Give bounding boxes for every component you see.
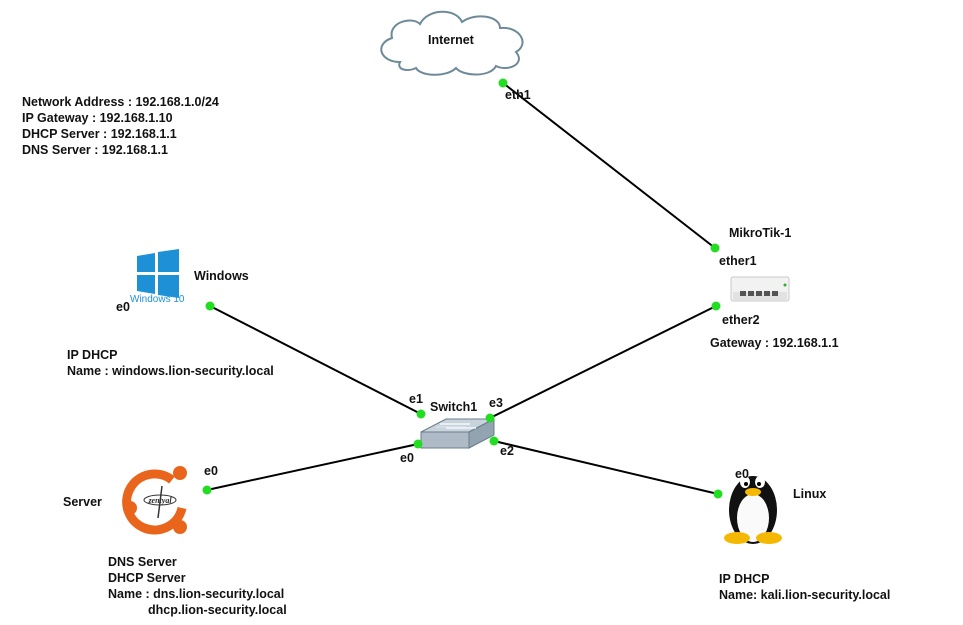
- port-label-server-e0: e0: [204, 464, 218, 478]
- link-server-switch[interactable]: [206, 443, 419, 491]
- port-dot-windows-e0[interactable]: [205, 301, 215, 311]
- network-info-line: Network Address : 192.168.1.0/24: [22, 95, 219, 109]
- links: [206, 82, 719, 495]
- windows-label: Windows: [194, 269, 249, 283]
- port-label-switch-e1: e1: [409, 392, 423, 406]
- server-logo-icon[interactable]: zentyal: [121, 461, 197, 541]
- internet-cloud-icon[interactable]: [380, 10, 524, 76]
- linux-label: Linux: [793, 487, 827, 501]
- network-info: Network Address : 192.168.1.0/24 IP Gate…: [22, 94, 219, 158]
- port-label-mikrotik-ether2: ether2: [722, 313, 760, 327]
- port-dot-switch-e0[interactable]: [413, 439, 423, 449]
- port-dot-switch-e2[interactable]: [489, 436, 499, 446]
- link-windows-switch[interactable]: [209, 305, 422, 415]
- note-line: Name: kali.lion-security.local: [719, 588, 891, 602]
- windows-notes: IP DHCP Name : windows.lion-security.loc…: [67, 347, 274, 379]
- mikrotik-gateway-note: Gateway : 192.168.1.1: [710, 336, 839, 350]
- port-label-linux-e0: e0: [735, 467, 749, 481]
- port-dot-switch-e1[interactable]: [416, 409, 426, 419]
- linux-penguin-icon[interactable]: [724, 476, 782, 544]
- network-info-line: IP Gateway : 192.168.1.10: [22, 111, 173, 125]
- note-line: Name : windows.lion-security.local: [67, 364, 274, 378]
- port-label-switch-e2: e2: [500, 444, 514, 458]
- port-label-mikrotik-ether1: ether1: [719, 254, 757, 268]
- port-label-windows-e0: e0: [116, 300, 130, 314]
- port-dot-internet-eth1[interactable]: [498, 78, 508, 88]
- windows-logo-icon[interactable]: [137, 249, 179, 298]
- note-line: dhcp.lion-security.local: [148, 603, 287, 617]
- link-switch-linux[interactable]: [493, 440, 719, 495]
- port-dots: [202, 78, 723, 499]
- port-dot-switch-e3[interactable]: [485, 413, 495, 423]
- port-dot-linux-e0[interactable]: [713, 489, 723, 499]
- switch-icon[interactable]: [420, 418, 495, 449]
- link-mikrotik-switch[interactable]: [489, 305, 717, 419]
- note-line: DHCP Server: [108, 571, 186, 585]
- network-info-line: DNS Server : 192.168.1.1: [22, 143, 168, 157]
- windows-logo-caption: Windows 10: [130, 294, 185, 305]
- linux-notes: IP DHCP Name: kali.lion-security.local: [719, 571, 890, 603]
- port-label-internet-eth1: eth1: [505, 88, 531, 102]
- link-internet-mikrotik[interactable]: [502, 82, 716, 249]
- switch-label: Switch1: [430, 400, 478, 414]
- port-label-switch-e0: e0: [400, 451, 414, 465]
- note-line: IP DHCP: [67, 348, 118, 362]
- port-dot-mikrotik-ether1[interactable]: [710, 243, 720, 253]
- port-dot-mikrotik-ether2[interactable]: [711, 301, 721, 311]
- mikrotik-label: MikroTik-1: [729, 226, 792, 240]
- port-dot-server-e0[interactable]: [202, 485, 212, 495]
- note-line: IP DHCP: [719, 572, 770, 586]
- mikrotik-router-icon[interactable]: [730, 276, 790, 302]
- internet-label: Internet: [428, 33, 474, 47]
- note-line: DNS Server: [108, 555, 177, 569]
- network-info-line: DHCP Server : 192.168.1.1: [22, 127, 177, 141]
- server-notes: DNS Server DHCP Server Name : dns.lion-s…: [108, 554, 287, 618]
- note-line: Name : dns.lion-security.local: [108, 587, 285, 601]
- server-label: Server: [63, 495, 102, 509]
- port-label-switch-e3: e3: [489, 396, 503, 410]
